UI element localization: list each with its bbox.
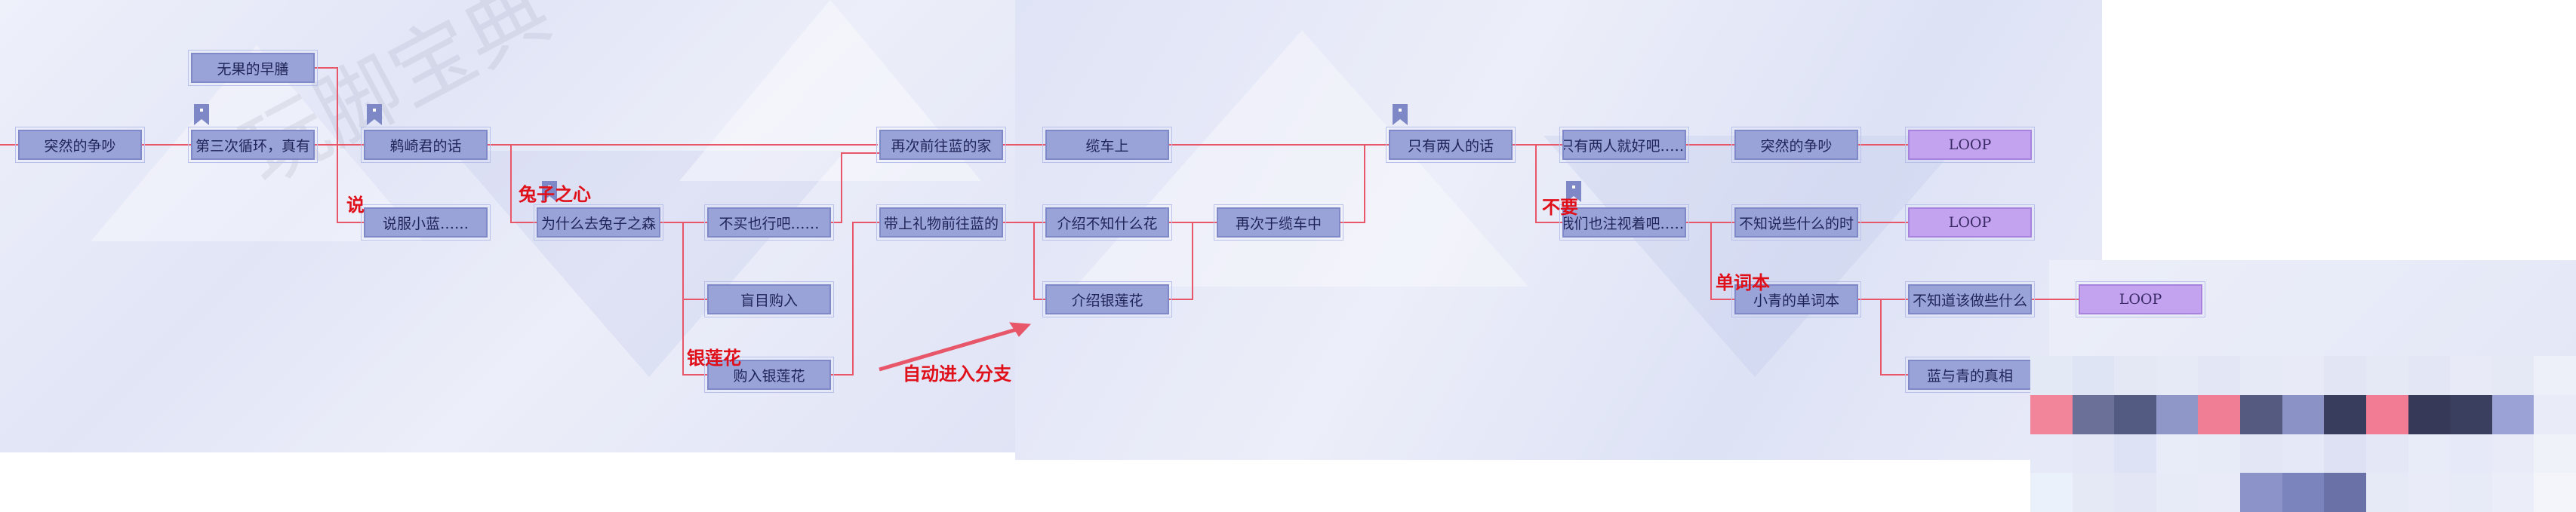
node-ao-wordbook[interactable]: 小青的单词本 [1731, 281, 1861, 317]
bookmark-icon [1566, 181, 1581, 202]
bookmark-icon [1393, 104, 1408, 125]
choice-label-shuo: 说 [346, 195, 365, 216]
node-we-watch-too[interactable]: 我们也注视着吧…… [1559, 204, 1689, 241]
node-ugaki-words[interactable]: 鹈崎君的话 [361, 127, 491, 163]
node-persuade-ai[interactable]: 说服小蓝…… [361, 204, 491, 241]
node-bring-gift[interactable]: 带上礼物前往蓝的 [876, 204, 1006, 241]
node-cable-car[interactable]: 缆车上 [1042, 127, 1172, 163]
bookmark-icon [542, 181, 557, 202]
node-revisit-ai-home[interactable]: 再次前往蓝的家 [876, 127, 1006, 163]
choice-label-wordbook: 单词本 [1716, 272, 1770, 293]
node-just-two-talk[interactable]: 只有两人的话 [1386, 127, 1516, 163]
background-panel-left [0, 0, 1015, 452]
node-just-two-fine[interactable]: 只有两人就好吧…… [1559, 127, 1689, 163]
node-blind-purchase[interactable]: 盲目购入 [704, 281, 834, 317]
choice-label-rabbit-heart: 兔子之心 [519, 184, 591, 205]
node-dont-know-what-to-say[interactable]: 不知说些什么的时 [1731, 204, 1861, 241]
bookmark-icon [367, 104, 382, 125]
loop-node-3[interactable]: LOOP [2076, 281, 2205, 317]
auto-branch-label: 自动进入分支 [903, 363, 1011, 385]
node-fruitless-breakfast[interactable]: 无果的早膳 [188, 50, 318, 86]
node-sudden-quarrel[interactable]: 突然的争吵 [15, 127, 145, 163]
loop-node-2[interactable]: LOOP [1905, 204, 2035, 241]
node-sudden-quarrel-2[interactable]: 突然的争吵 [1731, 127, 1861, 163]
node-third-loop[interactable]: 第三次循环，真有 [188, 127, 318, 163]
node-no-buy[interactable]: 不买也行吧…… [704, 204, 834, 241]
node-intro-unknown-flower[interactable]: 介绍不知什么花 [1042, 204, 1172, 241]
choice-label-no: 不要 [1542, 197, 1578, 218]
node-why-rabbit-forest[interactable]: 为什么去兔子之森 [534, 204, 663, 241]
loop-node-1[interactable]: LOOP [1905, 127, 2035, 163]
pixelated-redacted-area [2030, 356, 2576, 512]
bookmark-icon [194, 104, 209, 125]
node-again-cable-car[interactable]: 再次于缆车中 [1214, 204, 1343, 241]
choice-label-anemone: 银莲花 [687, 348, 741, 369]
node-truth-ai-ao[interactable]: 蓝与青的真相 [1905, 357, 2035, 393]
node-dont-know-what-to-do[interactable]: 不知道该做些什么 [1905, 281, 2035, 317]
node-buy-anemone[interactable]: 购入银莲花 [704, 357, 834, 393]
node-intro-anemone[interactable]: 介绍银莲花 [1042, 281, 1172, 317]
